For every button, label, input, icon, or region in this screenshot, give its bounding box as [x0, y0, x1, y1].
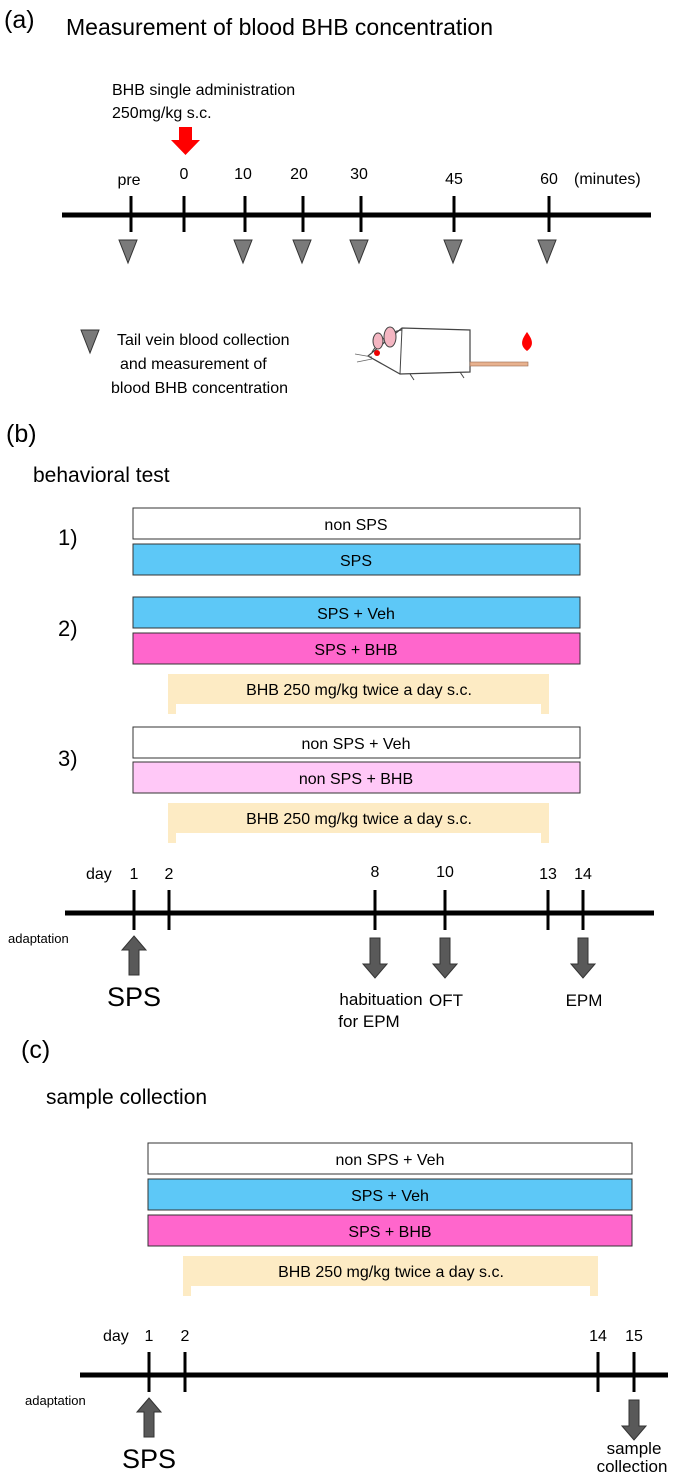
sample-label-line1: sample: [607, 1439, 662, 1458]
panel-c: (c) sample collection non SPS + Veh SPS …: [21, 1036, 668, 1475]
panel-a: (a) Measurement of blood BHB concentrati…: [4, 6, 651, 397]
blood-collection-triangle-icon: [118, 239, 138, 264]
group-bar-non-sps: [132, 507, 581, 540]
treatment-label: BHB 250 mg/kg twice a day s.c.: [246, 811, 472, 828]
day-label-14: 14: [574, 866, 592, 883]
treatment-label: BHB 250 mg/kg twice a day s.c.: [278, 1264, 504, 1281]
group-bar-label: non SPS: [324, 517, 387, 534]
group-bar-non-sps-veh: [132, 726, 581, 759]
legend-triangle-icon: [80, 329, 100, 354]
panel-b: (b) behavioral test 1) 2) 3) non SPS SPS…: [6, 420, 654, 1031]
tick-label-60: 60: [540, 171, 558, 188]
timeline-ticks-b: [132, 890, 585, 930]
group-bar-label: SPS + BHB: [348, 1224, 431, 1241]
tick-label-pre: pre: [117, 172, 140, 189]
treatment-band: [168, 803, 549, 843]
group-bar-sps: [132, 543, 581, 576]
timeline-ticks-a: [129, 196, 551, 232]
group-bar-label: SPS + Veh: [351, 1188, 429, 1205]
group-bar-sps-veh: [147, 1178, 633, 1211]
legend-line2: and measurement of: [120, 356, 267, 373]
oft-event-label: OFT: [429, 991, 463, 1010]
blood-collection-triangle-icon: [233, 239, 253, 264]
panel-b-title: behavioral test: [33, 464, 170, 487]
blood-drop-icon: [522, 332, 532, 351]
day-label-8: 8: [371, 864, 380, 881]
mouse-icon: [354, 326, 532, 381]
day-label-14: 14: [589, 1328, 607, 1345]
treatment-label: BHB 250 mg/kg twice a day s.c.: [246, 682, 472, 699]
unit-label: (minutes): [574, 171, 641, 188]
treatment-band: [168, 674, 549, 714]
admin-text-line1: BHB single administration: [112, 82, 295, 99]
down-arrow-icon: [361, 937, 389, 979]
group-bar-label: non SPS + Veh: [302, 736, 411, 753]
down-arrow-icon: [569, 937, 597, 979]
tick-label-45: 45: [445, 171, 463, 188]
legend-line3: blood BHB concentration: [111, 380, 288, 397]
blood-collection-markers: [118, 239, 557, 264]
group-bar-sps-bhb: [147, 1214, 633, 1247]
group-bar-label: SPS: [340, 553, 372, 570]
day-prefix: day: [103, 1328, 129, 1345]
panel-c-label: (c): [21, 1036, 50, 1064]
panel-a-label: (a): [4, 6, 35, 34]
group-bar-label: non SPS + Veh: [336, 1152, 445, 1169]
group-bar-label: non SPS + BHB: [299, 771, 413, 788]
group-bar-label: SPS + BHB: [314, 642, 397, 659]
panel-b-label: (b): [6, 420, 37, 448]
panel-c-title: sample collection: [46, 1086, 207, 1109]
blood-collection-triangle-icon: [292, 239, 312, 264]
admin-text-line2: 250mg/kg s.c.: [112, 105, 212, 122]
group-bar-non-sps-veh: [147, 1142, 633, 1175]
down-arrow-icon: [431, 937, 459, 979]
treatment-band: [183, 1256, 598, 1296]
red-arrow-icon: [171, 127, 200, 155]
day-label-13: 13: [539, 866, 557, 883]
day-prefix: day: [86, 866, 112, 883]
group-bar-sps-veh: [132, 596, 581, 629]
up-arrow-icon: [135, 1397, 163, 1438]
blood-collection-triangle-icon: [349, 239, 369, 264]
group-bar-label: SPS + Veh: [317, 606, 395, 623]
blood-collection-triangle-icon: [443, 239, 463, 264]
group-number-3: 3): [58, 746, 78, 771]
epm-event-label: EPM: [566, 991, 603, 1010]
day-label-10: 10: [436, 864, 454, 881]
sample-label-line2: collection: [597, 1457, 668, 1475]
group-number-2: 2): [58, 616, 78, 641]
sps-event-label: SPS: [122, 1444, 176, 1474]
timeline-ticks-c: [147, 1352, 636, 1392]
habituation-label-line2: for EPM: [338, 1012, 399, 1031]
day-label-15: 15: [625, 1328, 643, 1345]
tick-label-0: 0: [180, 166, 189, 183]
legend-line1: Tail vein blood collection: [117, 332, 290, 349]
adaptation-label: adaptation: [8, 931, 69, 946]
tick-label-10: 10: [234, 166, 252, 183]
day-label-1: 1: [145, 1328, 154, 1345]
mouse-tail: [469, 361, 529, 367]
sps-event-label: SPS: [107, 982, 161, 1012]
tick-label-30: 30: [350, 166, 368, 183]
down-arrow-icon: [620, 1399, 648, 1441]
day-label-2: 2: [181, 1328, 190, 1345]
day-label-1: 1: [130, 866, 139, 883]
panel-a-title: Measurement of blood BHB concentration: [66, 14, 493, 40]
habituation-label-line1: habituation: [339, 990, 422, 1009]
day-label-2: 2: [165, 866, 174, 883]
up-arrow-icon: [120, 935, 148, 976]
group-number-1: 1): [58, 525, 78, 550]
mouse-eye: [374, 350, 380, 356]
adaptation-label: adaptation: [25, 1393, 86, 1408]
group-bar-sps-bhb: [132, 632, 581, 665]
group-bar-non-sps-bhb: [132, 761, 581, 794]
tick-label-20: 20: [290, 166, 308, 183]
blood-collection-triangle-icon: [537, 239, 557, 264]
